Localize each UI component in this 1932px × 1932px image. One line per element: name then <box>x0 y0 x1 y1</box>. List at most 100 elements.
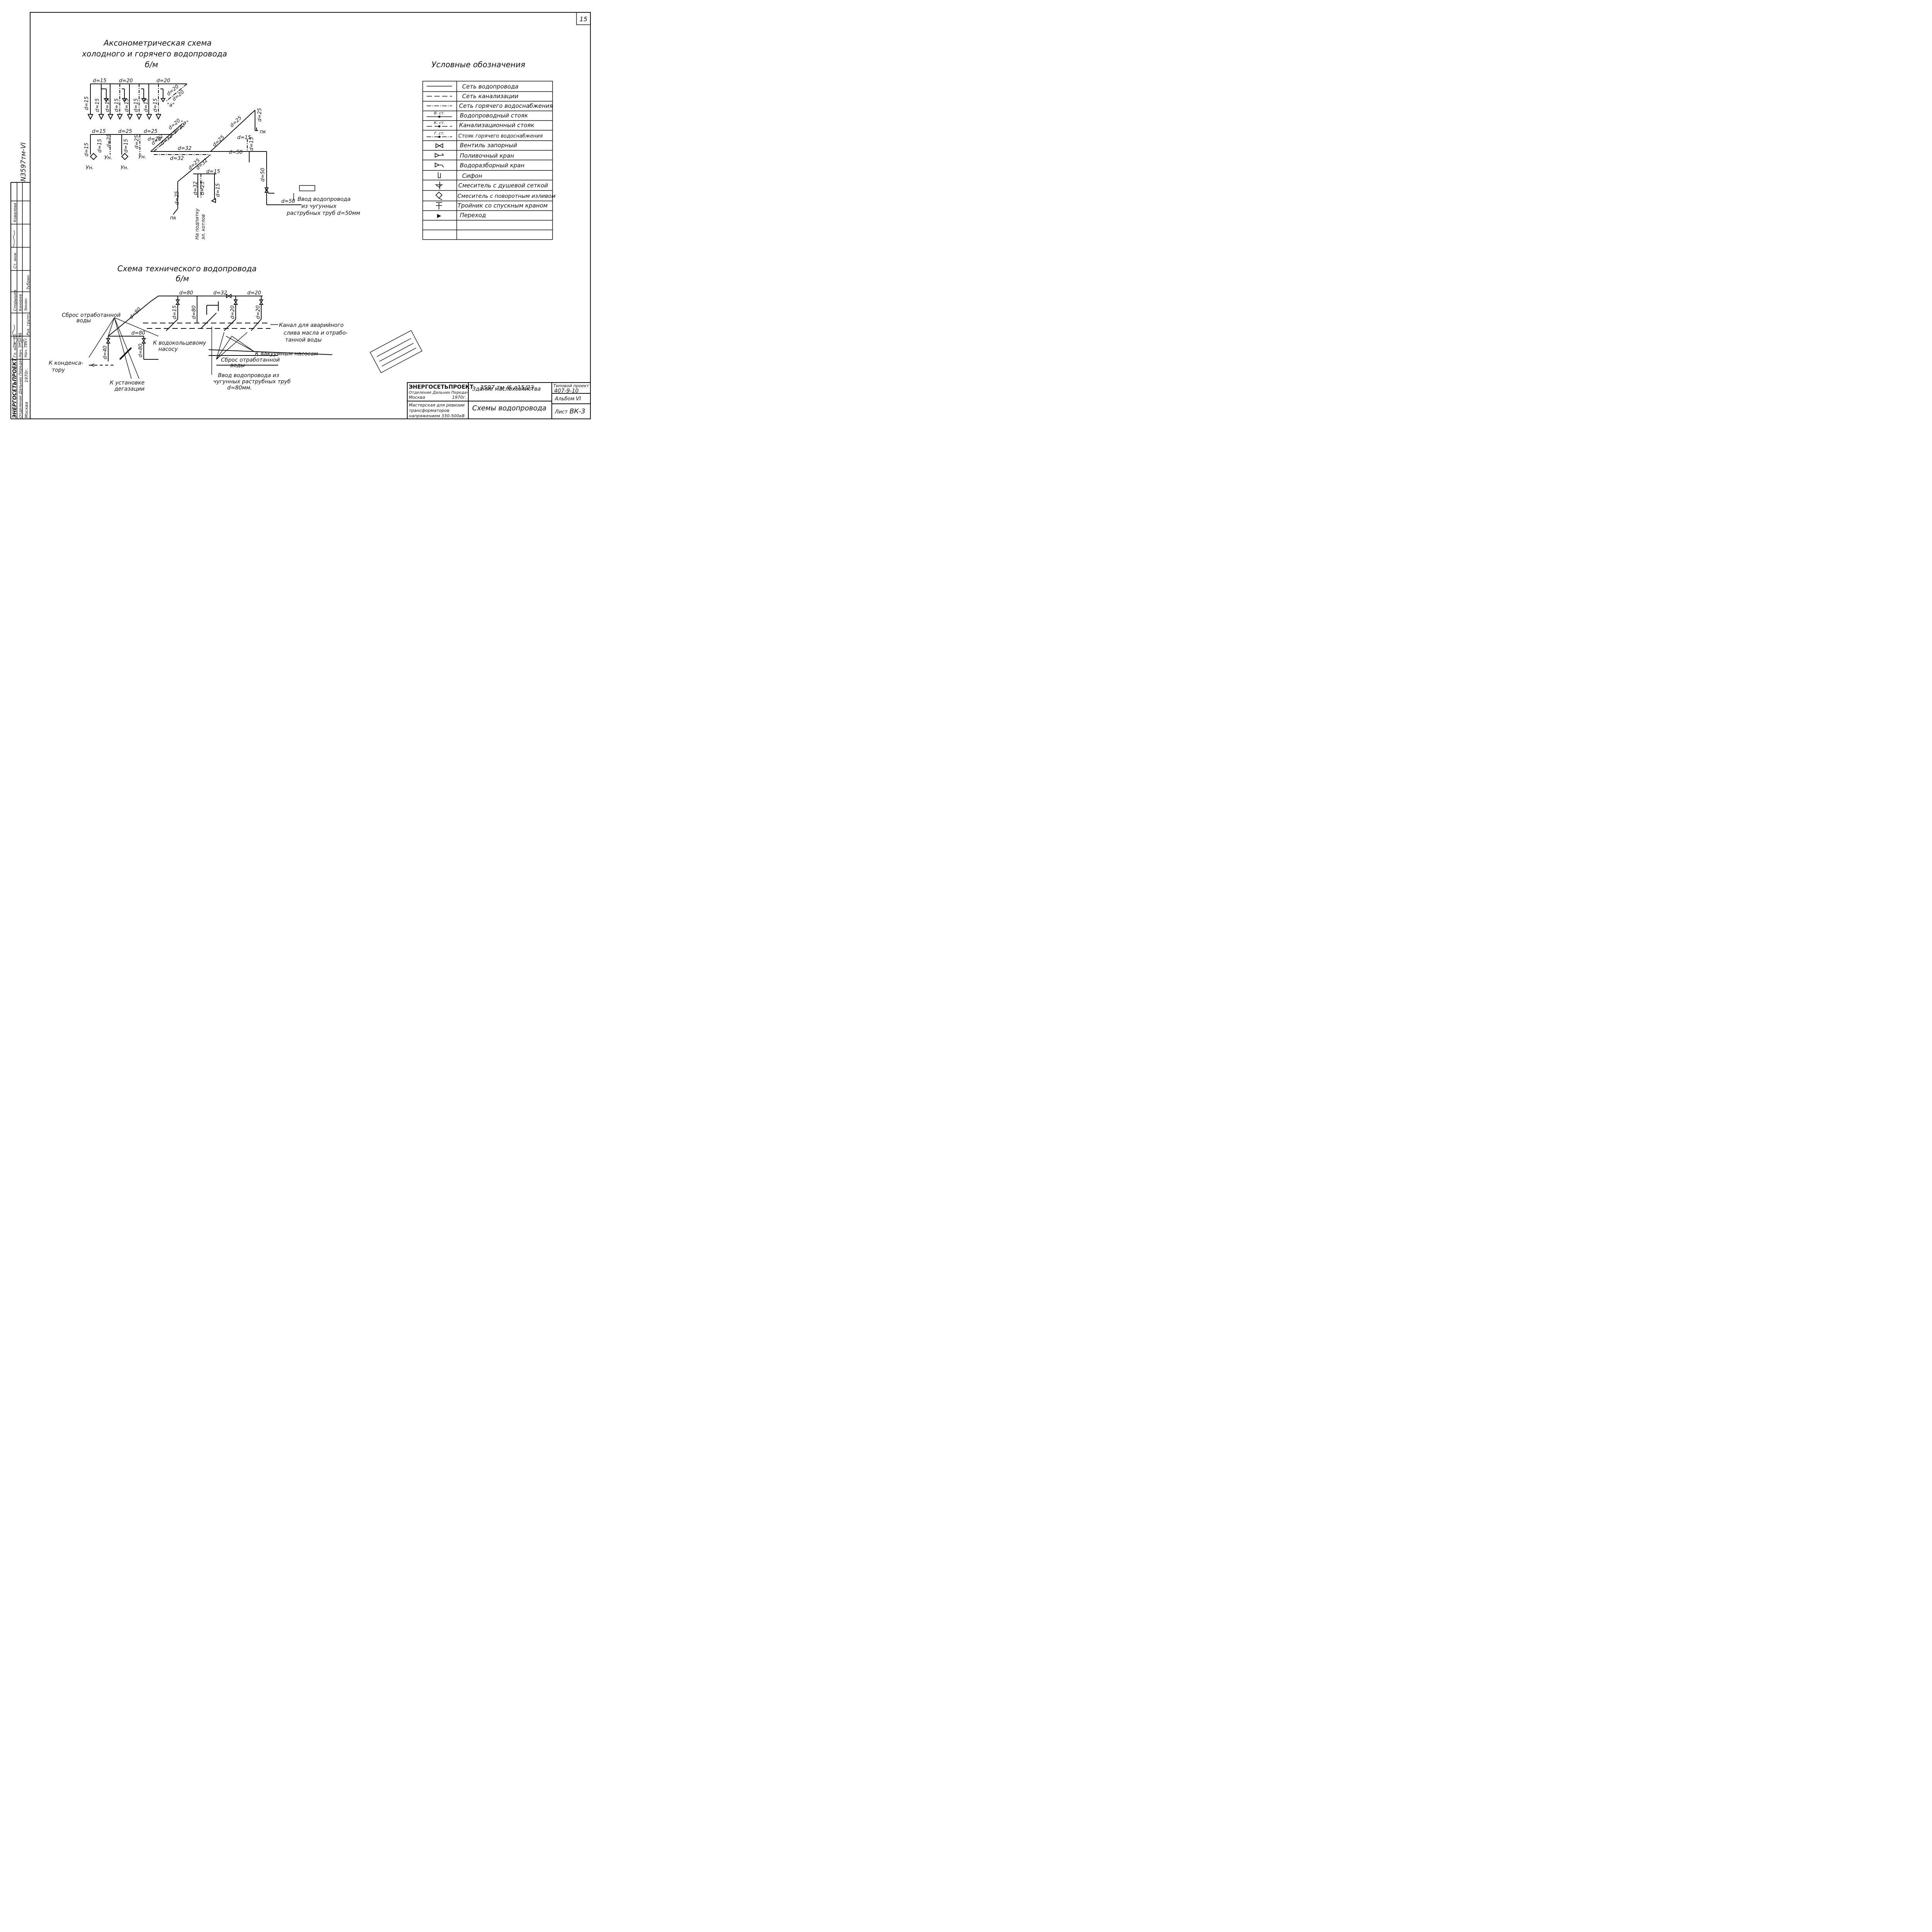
tech-titles: Схема технического водопровода б/м <box>117 264 257 283</box>
svg-text:Здание маслохозяйства: Здание маслохозяйства <box>472 386 541 392</box>
svg-text:VI: VI <box>576 396 581 402</box>
legend-table <box>422 81 553 240</box>
svg-text:d=50: d=50 <box>229 150 243 155</box>
svg-text:К конденса-: К конденса- <box>49 360 83 366</box>
svg-text:Сброс отработанной: Сброс отработанной <box>221 357 280 363</box>
svg-text:d=20: d=20 <box>148 136 162 142</box>
svg-text:эл. котлов: эл. котлов <box>201 214 206 240</box>
svg-text:d=25: d=25 <box>106 134 112 148</box>
svg-text:Москва: Москва <box>24 402 29 418</box>
svg-text:Ун.: Ун. <box>104 155 112 161</box>
svg-text:Стояк горячего водоснабжения: Стояк горячего водоснабжения <box>458 133 543 139</box>
tech-scale: б/м <box>176 274 189 283</box>
svg-text:Схемы водопровода: Схемы водопровода <box>472 404 546 412</box>
svg-text:Спорышев: Спорышев <box>13 290 17 311</box>
svg-text:d=20: d=20 <box>156 78 170 84</box>
svg-text:Отделение Дальних Передач: Отделение Дальних Передач <box>19 358 23 418</box>
archive-stamp: 3597 тм /6 л15/23 <box>480 384 534 391</box>
svg-text:1970г.: 1970г. <box>452 395 466 400</box>
svg-text:В. ст.: В. ст. <box>434 111 445 116</box>
svg-text:К вакуумным насосам: К вакуумным насосам <box>255 351 318 357</box>
svg-text:К. ст.: К. ст. <box>434 121 445 125</box>
svg-text:d=15: d=15 <box>93 78 107 84</box>
svg-text:насосу: насосу <box>158 346 178 352</box>
svg-text:ЭНЕРГОСЕТЬПРОЕКТ: ЭНЕРГОСЕТЬПРОЕКТ <box>409 384 474 390</box>
side-stamp-text: ЭНЕРГОСЕТЬПРОЕКТ Отделение Дальних Перед… <box>12 203 31 418</box>
svg-text:d=32: d=32 <box>178 146 192 151</box>
svg-text:Канализационный стояк: Канализационный стояк <box>459 122 534 129</box>
svg-text:Поливочный кран: Поливочный кран <box>460 152 514 159</box>
svg-text:d=15: d=15 <box>97 139 103 153</box>
svg-text:Типовой проект: Типовой проект <box>553 383 589 388</box>
svg-text:d=15: d=15 <box>114 98 120 112</box>
svg-text:пк: пк <box>260 129 266 135</box>
svg-text:d=80: d=80 <box>179 290 193 296</box>
page-number: 15 <box>580 15 587 23</box>
svg-text:Рук. групп.: Рук. групп. <box>26 313 31 335</box>
svg-text:d=15: d=15 <box>249 137 255 151</box>
svg-text:Альбом: Альбом <box>554 396 575 402</box>
svg-text:Сеть горячего водоснабжения: Сеть горячего водоснабжения <box>459 102 553 109</box>
svg-text:воды: воды <box>77 318 91 324</box>
svg-text:Водопроводный стояк: Водопроводный стояк <box>460 112 528 119</box>
svg-text:d=15: d=15 <box>133 98 139 112</box>
svg-text:Ун.: Ун. <box>86 165 94 171</box>
svg-text:d=15: d=15 <box>105 98 111 112</box>
svg-text:d=50: d=50 <box>281 199 295 204</box>
svg-text:d=32: d=32 <box>193 181 199 195</box>
legend-tags: В. ст. К. ст. Г. ст. <box>434 111 445 136</box>
svg-text:"а": "а" <box>167 102 175 108</box>
svg-text:d=15: d=15 <box>95 98 100 112</box>
svg-text:К водокольцевому: К водокольцевому <box>153 340 206 346</box>
svg-text:дегазации: дегазации <box>114 386 145 392</box>
svg-text:d=32: d=32 <box>213 290 227 296</box>
svg-text:воды: воды <box>230 362 245 369</box>
svg-text:d=15: d=15 <box>84 96 90 110</box>
svg-text:Ун.: Ун. <box>121 165 129 171</box>
tech-labels: d=80 d=32 d=20 d=80 d=80 d=15 d=80 d=20 … <box>49 290 348 392</box>
legend-symbols <box>427 86 452 218</box>
svg-text:Тройник со спускным краном: Тройник со спускным краном <box>457 202 548 209</box>
svg-text:Г. ст.: Г. ст. <box>434 131 444 136</box>
svg-text:d=15: d=15 <box>123 139 129 153</box>
side-stamp-signatures <box>12 230 25 348</box>
svg-text:d=20: d=20 <box>119 78 133 84</box>
svg-text:Сеть водопровода: Сеть водопровода <box>462 83 519 90</box>
legend-labels: Сеть водопровода Сеть канализации Сеть г… <box>457 83 556 219</box>
svg-text:пк: пк <box>170 215 176 221</box>
svg-text:d=25: d=25 <box>200 181 206 195</box>
svg-text:d=50: d=50 <box>260 168 266 182</box>
svg-text:d=80мм.: d=80мм. <box>227 385 252 391</box>
svg-text:"а": "а" <box>181 120 189 126</box>
svg-text:тору: тору <box>52 367 65 373</box>
svg-text:слива масла и отрабо-: слива масла и отрабо- <box>284 330 348 336</box>
svg-text:Зинин: Зинин <box>24 298 28 311</box>
tech-pipes <box>88 294 333 379</box>
svg-text:Лист: Лист <box>554 409 568 415</box>
svg-text:Отделение Дальних Передач: Отделение Дальних Передач <box>409 391 469 395</box>
svg-text:d=15: d=15 <box>153 98 158 112</box>
page-number-box: 15 <box>576 12 591 25</box>
axo-pipes <box>87 83 315 215</box>
svg-text:d=20: d=20 <box>247 290 261 296</box>
svg-text:Переход: Переход <box>460 212 486 219</box>
svg-text:Ковалева: Ковалева <box>13 203 17 222</box>
svg-text:d=80: d=80 <box>131 330 145 336</box>
svg-text:Ст. инж.: Ст. инж. <box>13 252 17 269</box>
svg-text:из чугунных: из чугунных <box>301 203 337 209</box>
svg-text:d=80: d=80 <box>191 305 197 319</box>
svg-text:К установке: К установке <box>110 380 145 386</box>
svg-text:Вентиль запорный: Вентиль запорный <box>460 142 517 149</box>
inspection-stamp <box>369 330 423 373</box>
svg-text:Мастерская для ревизии: Мастерская для ревизии <box>409 403 464 408</box>
title-block <box>407 382 591 419</box>
svg-text:d=80: d=80 <box>138 344 144 357</box>
svg-text:d=40: d=40 <box>102 345 108 359</box>
svg-text:Ввод водопровода: Ввод водопровода <box>298 196 350 202</box>
svg-text:чугунных раструбных труб: чугунных раструбных труб <box>213 379 291 385</box>
svg-text:d=25: d=25 <box>257 108 263 122</box>
svg-text:Бахирев: Бахирев <box>19 294 23 311</box>
svg-text:d=20: d=20 <box>230 305 236 319</box>
svg-text:Ун.: Ун. <box>138 154 146 160</box>
svg-text:Смеситель с поворотным изливом: Смеситель с поворотным изливом <box>457 193 556 199</box>
